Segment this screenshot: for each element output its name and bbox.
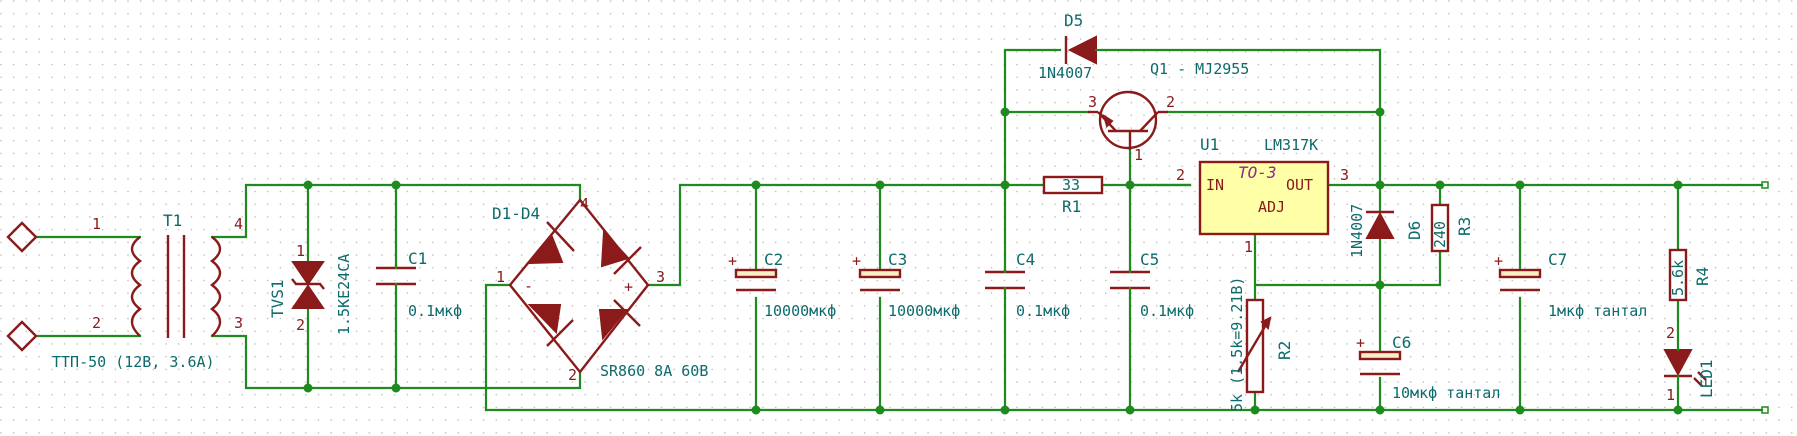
c1-ref: C1 xyxy=(408,249,427,268)
r1-ref: R1 xyxy=(1062,197,1081,216)
c7-ref: C7 xyxy=(1548,250,1567,269)
potentiometer-r2[interactable]: R2 5k (1.5k=9.21В) xyxy=(1228,277,1294,412)
diode-d6[interactable]: D6 1N4007 xyxy=(1348,204,1424,258)
q1-label: Q1 - MJ2955 xyxy=(1150,60,1249,78)
capacitor-c7[interactable]: + C7 1мкф тантал xyxy=(1494,250,1647,320)
transistor-q1[interactable]: 3 2 1 Q1 - MJ2955 xyxy=(1088,60,1249,164)
tvs-diode-tvs1[interactable]: 1 2 TVS1 1.5KE24CA xyxy=(268,238,353,335)
d5-value: 1N4007 xyxy=(1038,64,1092,82)
capacitor-c5[interactable]: C5 0.1мкф xyxy=(1110,250,1194,320)
resistor-r3[interactable]: 240 R3 xyxy=(1430,203,1474,253)
bridge-value: SR860 8А 60В xyxy=(600,362,708,380)
c7-plus: + xyxy=(1494,252,1503,270)
u1-pin1: 1 xyxy=(1244,238,1253,256)
c4-ref: C4 xyxy=(1016,250,1035,269)
t1-pin2: 2 xyxy=(92,314,101,332)
bridge-rectifier-d1-d4[interactable]: D1-D4 4 1 3 2 - + SR860 8А 60В xyxy=(492,195,708,384)
t1-pin4: 4 xyxy=(234,215,243,233)
u1-pin2: 2 xyxy=(1176,166,1185,184)
q1-pin2: 2 xyxy=(1166,93,1175,111)
c2-value: 10000мкф xyxy=(764,302,836,320)
regulator-u1[interactable]: IN OUT ADJ TO-3 U1 LM317K 2 3 1 xyxy=(1176,135,1349,256)
led1-pin1: 1 xyxy=(1666,386,1675,404)
bridge-pin2: 2 xyxy=(568,366,577,384)
tvs1-pin2: 2 xyxy=(296,316,305,334)
bridge-pin4: 4 xyxy=(580,195,589,213)
bridge-minus: - xyxy=(524,277,533,295)
c2-plus: + xyxy=(728,252,737,270)
q1-pin3: 3 xyxy=(1088,93,1097,111)
r4-ref: R4 xyxy=(1693,267,1712,286)
c5-value: 0.1мкф xyxy=(1140,302,1194,320)
u1-ref: U1 xyxy=(1200,135,1219,154)
tvs1-value: 1.5KE24CA xyxy=(335,254,353,335)
r2-value: 5k (1.5k=9.21В) xyxy=(1228,277,1246,412)
resistor-r1[interactable]: 33 R1 xyxy=(1042,175,1104,216)
tvs1-ref: TVS1 xyxy=(268,279,287,318)
d6-ref: D6 xyxy=(1405,221,1424,240)
u1-out-label: OUT xyxy=(1286,176,1313,194)
led1-ref: LED1 xyxy=(1697,359,1716,398)
c2-ref: C2 xyxy=(764,250,783,269)
d6-value: 1N4007 xyxy=(1348,204,1366,258)
input-connector-1[interactable] xyxy=(6,221,38,253)
capacitor-c6[interactable]: + C6 10мкф тантал xyxy=(1356,333,1500,402)
c4-value: 0.1мкф xyxy=(1016,302,1070,320)
c3-value: 10000мкф xyxy=(888,302,960,320)
t1-pin1: 1 xyxy=(92,215,101,233)
capacitor-c3[interactable]: + C3 10000мкф xyxy=(852,250,960,320)
junctions xyxy=(303,107,1683,415)
diode-d5[interactable]: D5 1N4007 xyxy=(1038,11,1104,82)
q1-pin1: 1 xyxy=(1134,146,1143,164)
output-terminals xyxy=(1761,181,1769,414)
tvs1-pin1: 1 xyxy=(296,242,305,260)
u1-in-label: IN xyxy=(1206,176,1224,194)
wires xyxy=(34,48,1764,412)
c1-value: 0.1мкф xyxy=(408,302,462,320)
u1-package: TO-3 xyxy=(1238,163,1277,182)
c6-value: 10мкф тантал xyxy=(1392,384,1500,402)
c3-ref: C3 xyxy=(888,250,907,269)
transformer-t1[interactable]: T1 1 2 3 4 ТТП-50 (12В, 3.6А) xyxy=(52,211,243,371)
input-connector-2[interactable] xyxy=(6,320,38,352)
u1-pin3: 3 xyxy=(1340,166,1349,184)
led1-pin2: 2 xyxy=(1666,324,1675,342)
r3-ref: R3 xyxy=(1455,217,1474,236)
d5-ref: D5 xyxy=(1064,11,1083,30)
capacitor-c4[interactable]: C4 0.1мкф xyxy=(985,250,1070,320)
c5-ref: C5 xyxy=(1140,250,1159,269)
r2-ref: R2 xyxy=(1275,341,1294,360)
t1-value: ТТП-50 (12В, 3.6А) xyxy=(52,353,215,371)
r1-value: 33 xyxy=(1062,176,1080,194)
t1-pin3: 3 xyxy=(234,314,243,332)
c7-value: 1мкф тантал xyxy=(1548,302,1647,320)
capacitor-c2[interactable]: + C2 10000мкф xyxy=(728,250,836,320)
t1-ref: T1 xyxy=(163,211,182,230)
bridge-pin3: 3 xyxy=(656,268,665,286)
c6-ref: C6 xyxy=(1392,333,1411,352)
bridge-pin1: 1 xyxy=(496,268,505,286)
u1-value: LM317K xyxy=(1264,136,1318,154)
led-led1[interactable]: 2 1 LED1 xyxy=(1663,324,1716,404)
resistor-r4[interactable]: 5.6k R4 xyxy=(1668,248,1712,302)
c3-plus: + xyxy=(852,252,861,270)
u1-adj-label: ADJ xyxy=(1258,198,1285,216)
r4-value: 5.6k xyxy=(1669,260,1687,296)
bridge-ref: D1-D4 xyxy=(492,204,540,223)
capacitor-c1[interactable]: C1 0.1мкф xyxy=(376,249,462,320)
c6-plus: + xyxy=(1356,334,1365,352)
r3-value: 240 xyxy=(1431,221,1449,248)
bridge-plus: + xyxy=(624,278,633,296)
